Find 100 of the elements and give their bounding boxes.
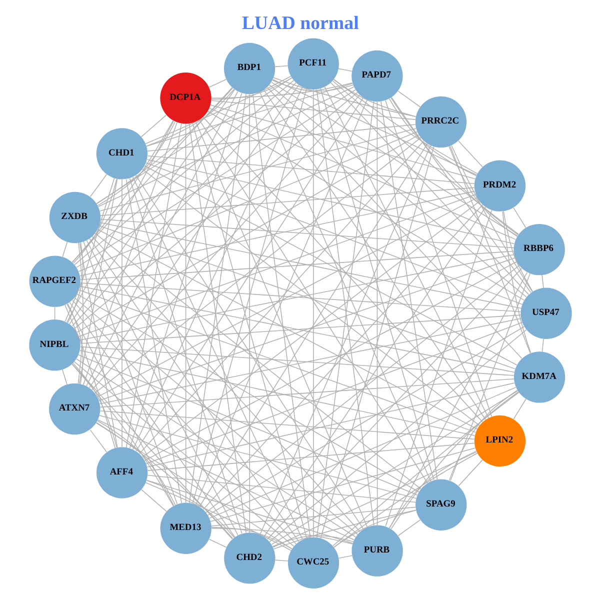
connector [134, 174, 364, 530]
connector [74, 92, 358, 329]
connector [100, 218, 514, 248]
connector [332, 80, 518, 235]
connector [96, 197, 478, 398]
connector [72, 300, 296, 544]
connector [384, 100, 492, 417]
connector [272, 77, 416, 118]
connector [397, 520, 420, 536]
connector [89, 174, 107, 197]
node-circle: CHD1 [96, 128, 148, 180]
connector [146, 88, 234, 146]
connector [390, 96, 531, 293]
connector [146, 83, 352, 147]
connector [78, 131, 418, 272]
connector [71, 364, 174, 506]
connector [206, 326, 524, 516]
connector [320, 88, 434, 480]
connector [502, 210, 533, 292]
connector [125, 123, 182, 448]
connector [140, 114, 166, 138]
connector [388, 272, 527, 529]
connector [380, 101, 438, 480]
connector [77, 242, 84, 384]
connector [274, 560, 288, 562]
connector [263, 206, 486, 538]
connector [96, 229, 478, 430]
connector [62, 369, 67, 385]
connector [68, 302, 235, 538]
connector [458, 140, 482, 168]
connector [274, 65, 288, 68]
connector [208, 79, 226, 88]
connector [450, 145, 532, 292]
connector [99, 222, 521, 309]
node-circle: PRDM2 [474, 160, 526, 212]
connector [512, 207, 526, 228]
connector [146, 155, 474, 184]
node-circle: LPIN2 [474, 415, 526, 467]
connector [146, 124, 416, 152]
connector [80, 250, 514, 280]
connector [66, 304, 174, 506]
connector [76, 294, 419, 492]
connector [97, 86, 354, 207]
connector [205, 265, 519, 513]
connector [138, 140, 424, 454]
connector [144, 261, 516, 461]
connector [210, 528, 352, 544]
connector [74, 297, 358, 535]
connector [144, 76, 291, 144]
connector [502, 211, 531, 354]
connector [384, 210, 492, 527]
connector [82, 241, 178, 505]
connector [210, 448, 475, 522]
connector [96, 77, 292, 204]
connector [97, 419, 354, 540]
node-circle: RAPGEF2 [28, 256, 80, 307]
node-circle: NIPBL [28, 320, 80, 371]
connector [146, 474, 416, 503]
connector [268, 329, 526, 542]
connector [338, 68, 352, 72]
connector [91, 236, 360, 532]
diagram-title: LUAD normal [241, 13, 358, 34]
connector [330, 82, 528, 295]
connector [80, 282, 520, 312]
connector [79, 190, 475, 276]
connector [96, 121, 175, 206]
node-circle: PURB [351, 525, 402, 576]
connector [86, 91, 238, 386]
connector [64, 304, 115, 448]
connector [68, 89, 235, 324]
node-circle: MED13 [160, 502, 211, 554]
node-circle: RBBP6 [513, 224, 564, 276]
connector [132, 176, 302, 540]
connector [99, 410, 474, 440]
connector [268, 84, 526, 298]
connector [210, 527, 292, 550]
connector [390, 97, 518, 236]
connector [458, 460, 482, 486]
connector [96, 420, 176, 506]
connector [79, 286, 514, 373]
connector [72, 362, 117, 448]
connector [128, 178, 242, 534]
connector [266, 268, 522, 540]
connector [78, 194, 476, 337]
connector [96, 88, 233, 204]
connector [332, 79, 416, 117]
node-circle: PCF11 [287, 38, 338, 90]
connector [208, 386, 516, 519]
connector [98, 128, 416, 212]
connector [388, 450, 476, 528]
connector [449, 146, 530, 354]
connector [333, 510, 416, 548]
connector [99, 318, 521, 404]
connector [98, 258, 515, 401]
connector [252, 94, 310, 538]
connector [202, 116, 482, 422]
connector [210, 78, 292, 100]
connector [512, 398, 526, 420]
connector [78, 254, 514, 341]
node-circle: KDM7A [513, 352, 565, 403]
